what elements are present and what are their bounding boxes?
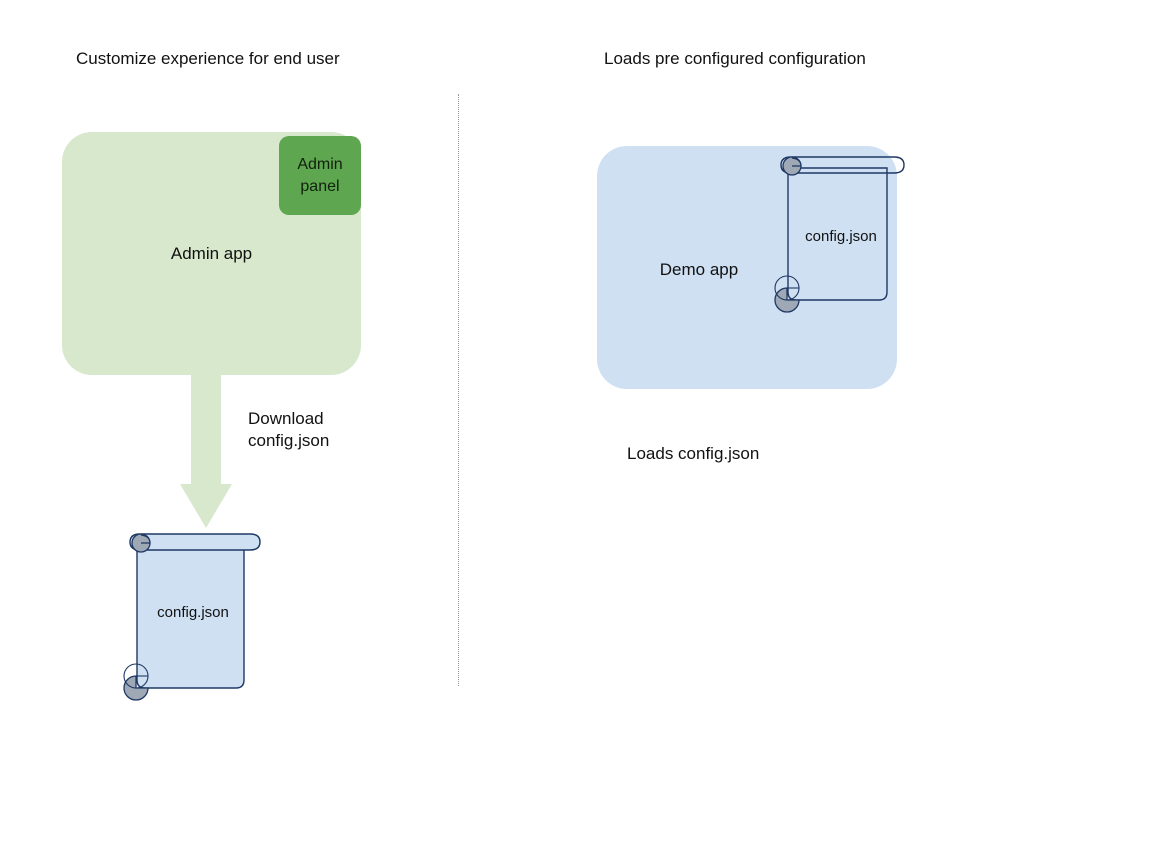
admin-panel-label-line2: panel (300, 177, 340, 195)
admin-panel-label-line1: Admin (297, 155, 343, 173)
download-arrow-label: Download config.json (248, 408, 329, 452)
right-column-heading: Loads pre configured configuration (604, 49, 866, 68)
config-json-label-right: config.json (805, 228, 877, 245)
demo-app-container: Demo app (597, 146, 897, 389)
column-divider (458, 94, 459, 686)
admin-panel-chip[interactable]: Admin panel (279, 136, 361, 215)
admin-app-label: Admin app (170, 243, 253, 263)
download-arrow-label-line1: Download (248, 409, 324, 428)
config-json-document-right: config.json (772, 152, 908, 313)
download-arrow-label-line2: config.json (248, 431, 330, 450)
config-json-label-left: config.json (157, 604, 229, 621)
admin-panel-label: Admin panel (297, 154, 342, 198)
loads-config-caption: Loads config.json (627, 444, 760, 463)
left-column-heading: Customize experience for end user (76, 49, 340, 68)
demo-app-label: Demo app (659, 259, 739, 279)
config-json-document-left: config.json (120, 528, 265, 701)
download-arrow-icon (178, 374, 234, 530)
